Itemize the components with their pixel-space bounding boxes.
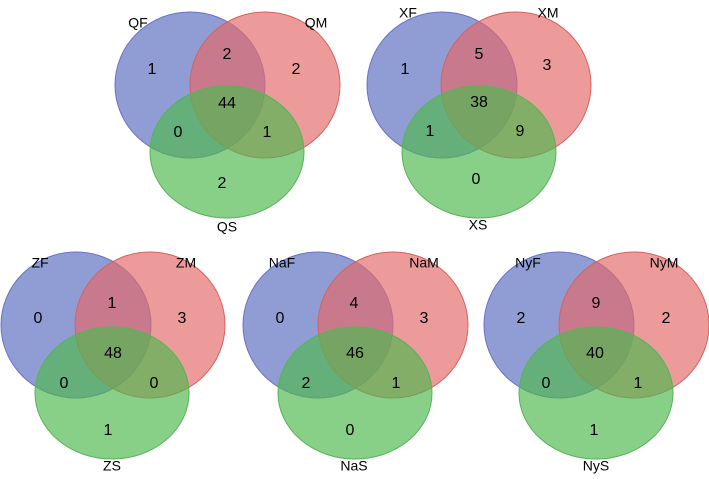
region-count-bc: 9: [516, 123, 525, 140]
region-count-only-a: 2: [517, 310, 526, 327]
region-count-ab: 9: [592, 295, 601, 312]
region-count-bc: 1: [392, 375, 401, 392]
set-label-set-b: NaM: [409, 255, 439, 271]
set-label-set-a: XF: [399, 5, 417, 21]
set-label-set-c: XS: [469, 217, 488, 233]
region-count-ac: 2: [302, 375, 311, 392]
set-label-set-a: NyF: [515, 255, 541, 271]
region-count-only-a: 0: [34, 310, 43, 327]
set-label-set-c: NyS: [583, 458, 609, 474]
region-count-bc: 1: [634, 375, 643, 392]
region-count-abc: 38: [470, 94, 488, 111]
region-count-ac: 0: [174, 124, 183, 141]
region-count-ac: 1: [426, 123, 435, 140]
set-label-set-a: ZF: [31, 255, 48, 271]
region-count-only-c: 1: [590, 422, 599, 439]
region-count-only-a: 1: [148, 61, 157, 78]
region-count-only-a: 1: [401, 61, 410, 78]
region-count-only-c: 0: [472, 171, 481, 188]
venn-circle-set-c: [277, 326, 433, 460]
region-count-only-b: 2: [292, 61, 301, 78]
region-count-bc: 1: [263, 124, 272, 141]
set-label-set-b: ZM: [176, 255, 196, 271]
venn-circle-set-c: [34, 326, 190, 460]
venn-diagram-2: XF XM XS 1 3 0 5 1 9 38: [366, 5, 592, 233]
set-label-set-b: QM: [305, 15, 328, 31]
set-label-set-a: QF: [128, 15, 147, 31]
region-count-ab: 2: [223, 46, 232, 63]
region-count-abc: 40: [586, 345, 604, 362]
set-label-set-c: QS: [217, 219, 237, 235]
set-label-set-c: NaS: [340, 458, 367, 474]
region-count-only-c: 1: [104, 422, 113, 439]
venn-circle-set-c: [518, 326, 674, 460]
region-count-ac: 0: [542, 375, 551, 392]
region-count-ac: 0: [60, 375, 69, 392]
region-count-ab: 4: [350, 295, 359, 312]
region-count-ab: 5: [475, 46, 484, 63]
region-count-only-a: 0: [276, 310, 285, 327]
venn-circle-set-c: [401, 85, 557, 219]
region-count-ab: 1: [108, 295, 117, 312]
set-label-set-b: NyM: [650, 255, 679, 271]
region-count-bc: 0: [150, 375, 159, 392]
region-count-abc: 46: [346, 345, 364, 362]
venn-diagram-5: NyF NyM NyS 2 2 1 9 0 1 40: [483, 251, 709, 474]
set-label-set-c: ZS: [103, 458, 121, 474]
venn-diagram-1: QF QM QS 1 2 2 2 0 1 44: [114, 11, 341, 235]
region-count-only-b: 3: [543, 57, 552, 74]
region-count-only-b: 2: [662, 310, 671, 327]
region-count-only-b: 3: [420, 310, 429, 327]
set-label-set-b: XM: [538, 5, 559, 21]
set-label-set-a: NaF: [269, 255, 295, 271]
venn-diagram-3: ZF ZM ZS 0 3 1 1 0 0 48: [0, 251, 226, 474]
region-count-only-b: 3: [178, 310, 187, 327]
region-count-abc: 44: [218, 95, 236, 112]
venn-circle-set-c: [149, 85, 305, 219]
region-count-only-c: 0: [346, 422, 355, 439]
region-count-abc: 48: [104, 345, 122, 362]
venn-diagram-4: NaF NaM NaS 0 3 0 4 2 1 46: [242, 251, 469, 474]
region-count-only-c: 2: [218, 175, 227, 192]
